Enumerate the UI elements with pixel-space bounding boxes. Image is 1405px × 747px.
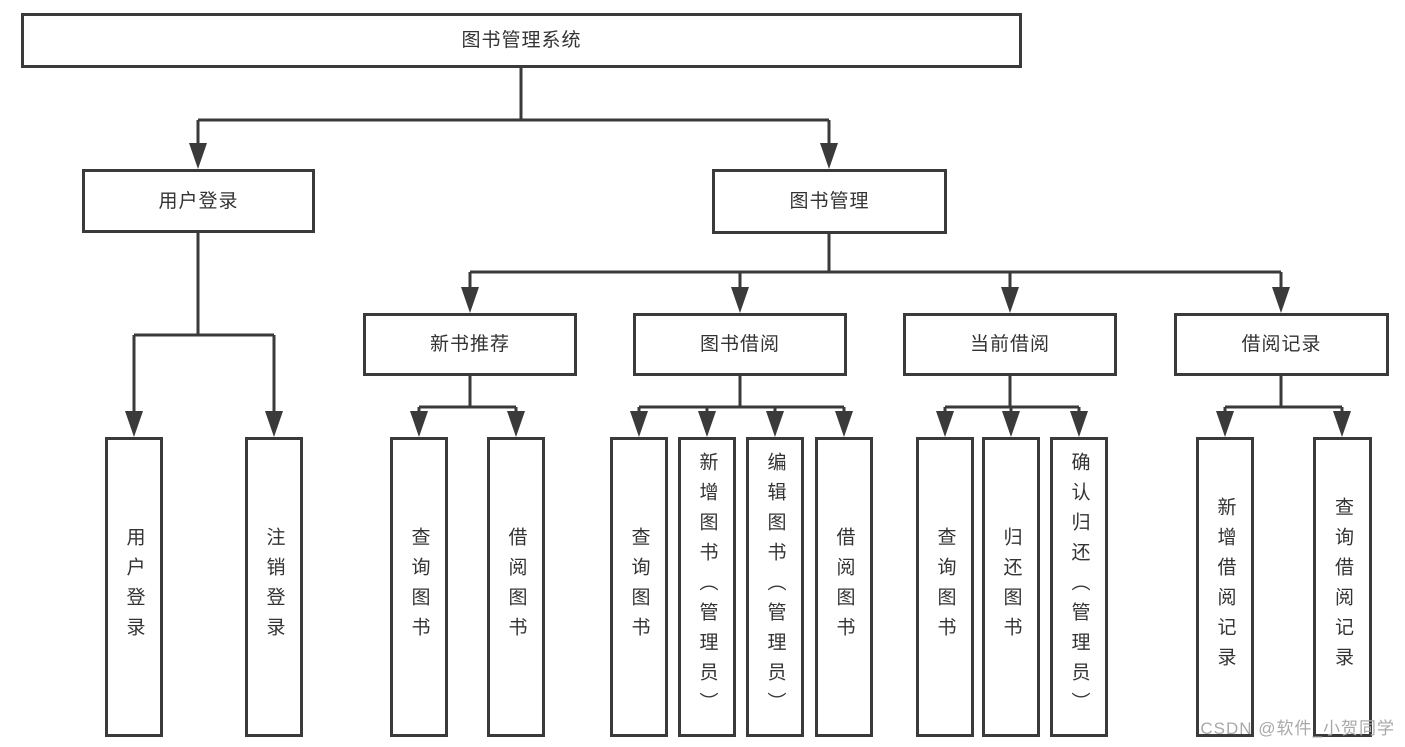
node-leaf-edit-books-admin: 编辑图书（管理员） bbox=[746, 437, 804, 737]
node-leaf-user-login: 用户登录 bbox=[105, 437, 163, 737]
node-leaf-logout: 注销登录 bbox=[245, 437, 303, 737]
node-user-login: 用户登录 bbox=[82, 169, 315, 233]
node-leaf-query-books-current: 查询图书 bbox=[916, 437, 974, 737]
node-borrow-records: 借阅记录 bbox=[1174, 313, 1389, 376]
node-leaf-return-books: 归还图书 bbox=[982, 437, 1040, 737]
node-book-borrow: 图书借阅 bbox=[633, 313, 847, 376]
node-leaf-query-borrow-record: 查询借阅记录 bbox=[1313, 437, 1372, 737]
node-leaf-borrow-books-recommend: 借阅图书 bbox=[487, 437, 545, 737]
node-leaf-add-borrow-record: 新增借阅记录 bbox=[1196, 437, 1254, 737]
node-leaf-borrow-books: 借阅图书 bbox=[815, 437, 873, 737]
node-leaf-query-books-recommend: 查询图书 bbox=[390, 437, 448, 737]
node-leaf-add-books-admin: 新增图书（管理员） bbox=[678, 437, 736, 737]
node-new-book-recommend: 新书推荐 bbox=[363, 313, 577, 376]
csdn-watermark: CSDN @软件_小贺同学 bbox=[1200, 719, 1395, 738]
node-library-system: 图书管理系统 bbox=[21, 13, 1022, 68]
node-book-management: 图书管理 bbox=[712, 169, 947, 234]
node-leaf-confirm-return-admin: 确认归还（管理员） bbox=[1050, 437, 1108, 737]
node-leaf-query-books-borrow: 查询图书 bbox=[610, 437, 668, 737]
node-current-borrow: 当前借阅 bbox=[903, 313, 1117, 376]
